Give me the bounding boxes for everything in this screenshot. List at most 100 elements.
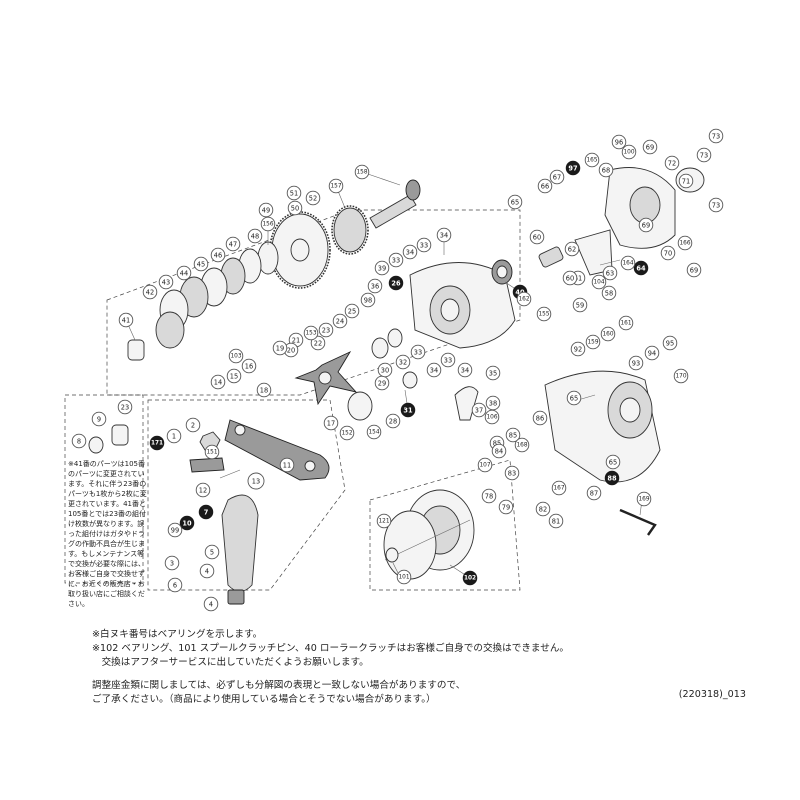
part-number: 51	[290, 189, 298, 197]
part-callout-73: 73	[708, 128, 724, 144]
note-box-outline	[64, 394, 144, 584]
part-number: 97	[568, 164, 578, 172]
part-number: 102	[464, 575, 476, 581]
part-callout-98: 98	[360, 292, 376, 308]
footnote-bearing: ※白ヌキ番号はベアリングを示します。	[92, 629, 263, 640]
part-number: 34	[461, 366, 469, 374]
part-callout-69: 69	[638, 217, 654, 233]
part-callout-14: 14	[210, 374, 226, 390]
part-callout-102: 102	[462, 570, 478, 586]
part-callout-48: 48	[247, 228, 263, 244]
part-number: 50	[291, 204, 299, 212]
part-number: 156	[262, 221, 273, 227]
part-callout-59: 59	[572, 297, 588, 313]
part-callout-86: 86	[532, 410, 548, 426]
part-number: 39	[378, 264, 386, 272]
part-number: 13	[252, 477, 260, 485]
part-number: 5	[210, 548, 214, 556]
part-number: 18	[260, 386, 268, 394]
part-number: 26	[391, 279, 401, 287]
part-callout-65: 65	[566, 390, 582, 406]
part-number: 33	[392, 256, 400, 264]
part-callout-37: 37	[471, 402, 487, 418]
part-number: 60	[566, 274, 574, 282]
part-callout-68: 68	[598, 162, 614, 178]
part-number: 151	[206, 449, 217, 455]
part-number: 31	[403, 406, 413, 414]
part-callout-95: 95	[662, 335, 678, 351]
part-callout-52: 52	[305, 190, 321, 206]
part-callout-103: 103	[228, 348, 244, 364]
part-number: 99	[171, 526, 179, 534]
part-number: 8	[77, 437, 81, 445]
part-callout-4: 4	[203, 596, 219, 612]
part-number: 66	[541, 182, 549, 190]
part-callout-39: 39	[374, 260, 390, 276]
part-callout-19: 19	[272, 340, 288, 356]
part-callout-84: 84	[491, 443, 507, 459]
part-callout-69: 69	[686, 262, 702, 278]
part-callout-16: 16	[241, 358, 257, 374]
part-number: 69	[642, 221, 650, 229]
part-callout-49: 49	[258, 202, 274, 218]
part-callout-100: 100	[621, 144, 637, 160]
part-number: 42	[146, 288, 154, 296]
part-number: 67	[553, 173, 561, 181]
part-callout-152: 152	[339, 425, 355, 441]
part-number: 38	[489, 399, 497, 407]
part-number: 43	[162, 278, 170, 286]
part-number: 167	[553, 485, 564, 491]
part-number: 63	[606, 269, 614, 277]
part-callout-34: 34	[402, 244, 418, 260]
part-callout-107: 107	[477, 457, 493, 473]
part-number: 33	[420, 241, 428, 249]
part-callout-67: 67	[549, 169, 565, 185]
part-callout-15: 15	[226, 368, 242, 384]
part-callout-101: 101	[396, 569, 412, 585]
part-number: 4	[209, 600, 213, 608]
part-callout-65: 65	[507, 194, 523, 210]
part-callout-156: 156	[260, 216, 276, 232]
part-number: 59	[576, 301, 584, 309]
part-callout-34: 34	[436, 227, 452, 243]
part-callout-25: 25	[344, 303, 360, 319]
part-callout-121: 121	[376, 513, 392, 529]
part-number: 83	[508, 469, 516, 477]
callout-layer: 1581575150524915648474645444342413433343…	[71, 128, 724, 612]
part-number: 73	[700, 151, 708, 159]
part-callout-22: 22	[310, 335, 326, 351]
part-callout-24: 24	[332, 313, 348, 329]
part-callout-88: 88	[604, 470, 620, 486]
spool	[383, 489, 475, 580]
part-callout-167: 167	[551, 480, 567, 496]
part-callout-169: 169	[636, 491, 652, 507]
part-number: 9	[97, 415, 101, 423]
part-callout-30: 30	[377, 362, 393, 378]
part-number: 6	[173, 581, 177, 589]
part-number: 84	[495, 447, 503, 455]
part-callout-2: 2	[185, 417, 201, 433]
part-number: 98	[364, 296, 372, 304]
part-number: 37	[475, 406, 483, 414]
part-number: 81	[552, 517, 560, 525]
part-callout-44: 44	[176, 265, 192, 281]
part-number: 1	[172, 432, 176, 440]
part-number: 161	[620, 320, 631, 326]
part-number: 61	[574, 274, 582, 282]
part-number: 65	[609, 458, 617, 466]
handle-cap	[189, 457, 225, 473]
part-number: 85	[493, 439, 501, 447]
drag-bushing	[127, 339, 145, 361]
part-callout-5: 5	[204, 544, 220, 560]
spool-assembly-outline	[369, 459, 521, 591]
part-number: 121	[378, 518, 389, 524]
part-callout-35: 35	[485, 365, 501, 381]
part-number: 164	[622, 260, 633, 266]
part-number: 157	[330, 183, 341, 189]
part-number: 171	[151, 440, 163, 446]
part-number: 58	[605, 289, 613, 297]
part-callout-65: 65	[605, 454, 621, 470]
part-number: 73	[712, 132, 720, 140]
part-callout-87: 87	[586, 485, 602, 501]
part-callout-63: 63	[602, 265, 618, 281]
